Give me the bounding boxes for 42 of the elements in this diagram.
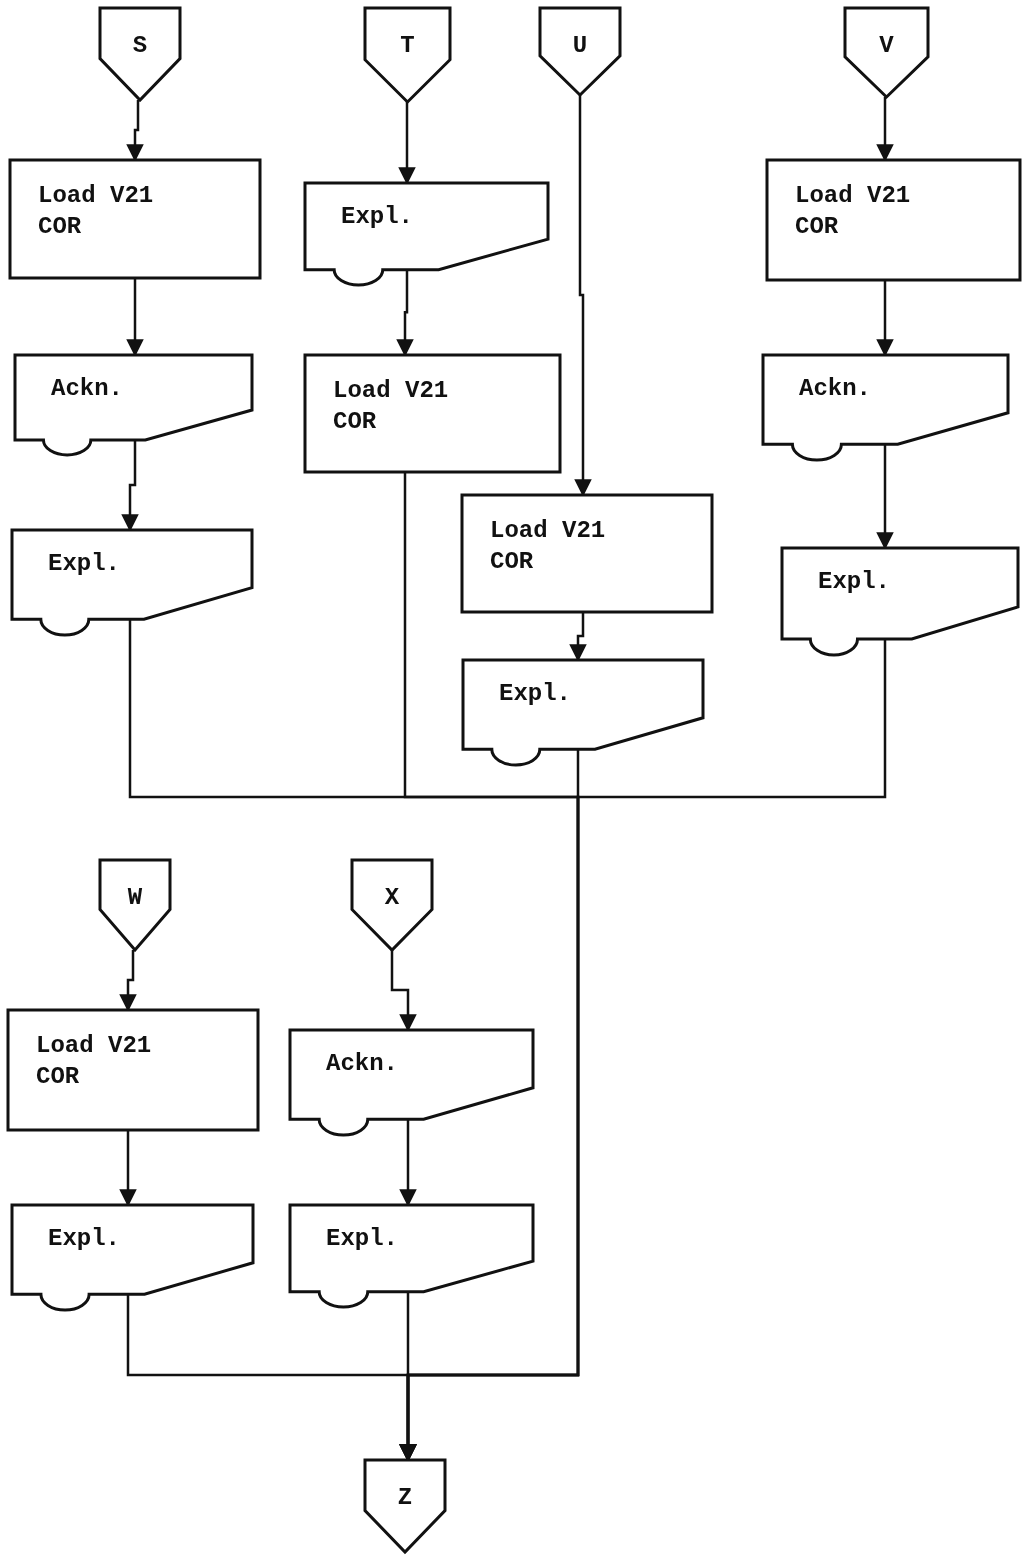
node-label: V (879, 31, 894, 61)
offpage-connector (100, 860, 170, 950)
process-box (462, 495, 712, 612)
node-label: Load V21 COR (795, 181, 912, 243)
node-label: Load V21 COR (333, 376, 450, 438)
node-label: Ackn. (51, 374, 123, 404)
display-shape (12, 1205, 253, 1310)
node-label: W (127, 883, 143, 913)
offpage-connector (352, 860, 432, 950)
display-shape (763, 355, 1008, 460)
node-label: Expl. (326, 1224, 398, 1254)
node-label: Ackn. (326, 1049, 398, 1079)
offpage-connector (540, 8, 620, 95)
display-shape (305, 183, 548, 285)
node-label: X (384, 883, 400, 913)
node-label: Load V21 COR (490, 516, 607, 578)
display-shape (12, 530, 252, 635)
node-label: T (400, 31, 415, 61)
node-label: Load V21 COR (36, 1031, 153, 1093)
node-label: Expl. (341, 202, 413, 232)
process-box (305, 355, 560, 472)
node-label: Load V21 COR (38, 181, 155, 243)
node-label: Expl. (818, 567, 890, 597)
offpage-connector (365, 8, 450, 102)
node-label: Expl. (48, 1224, 120, 1254)
node-label: Ackn. (799, 374, 871, 404)
offpage-connector (100, 8, 180, 100)
process-box (10, 160, 260, 278)
display-shape (463, 660, 703, 765)
node-label: Z (397, 1483, 413, 1513)
node-label: Expl. (48, 549, 120, 579)
display-shape (782, 548, 1018, 655)
display-shape (15, 355, 252, 455)
offpage-connector (365, 1460, 445, 1552)
node-label: Expl. (499, 679, 571, 709)
offpage-connector (845, 8, 928, 97)
node-label: S (132, 31, 148, 61)
display-shape (290, 1030, 533, 1135)
process-box (8, 1010, 258, 1130)
process-box (767, 160, 1020, 280)
node-label: U (572, 31, 588, 61)
display-shape (290, 1205, 533, 1307)
